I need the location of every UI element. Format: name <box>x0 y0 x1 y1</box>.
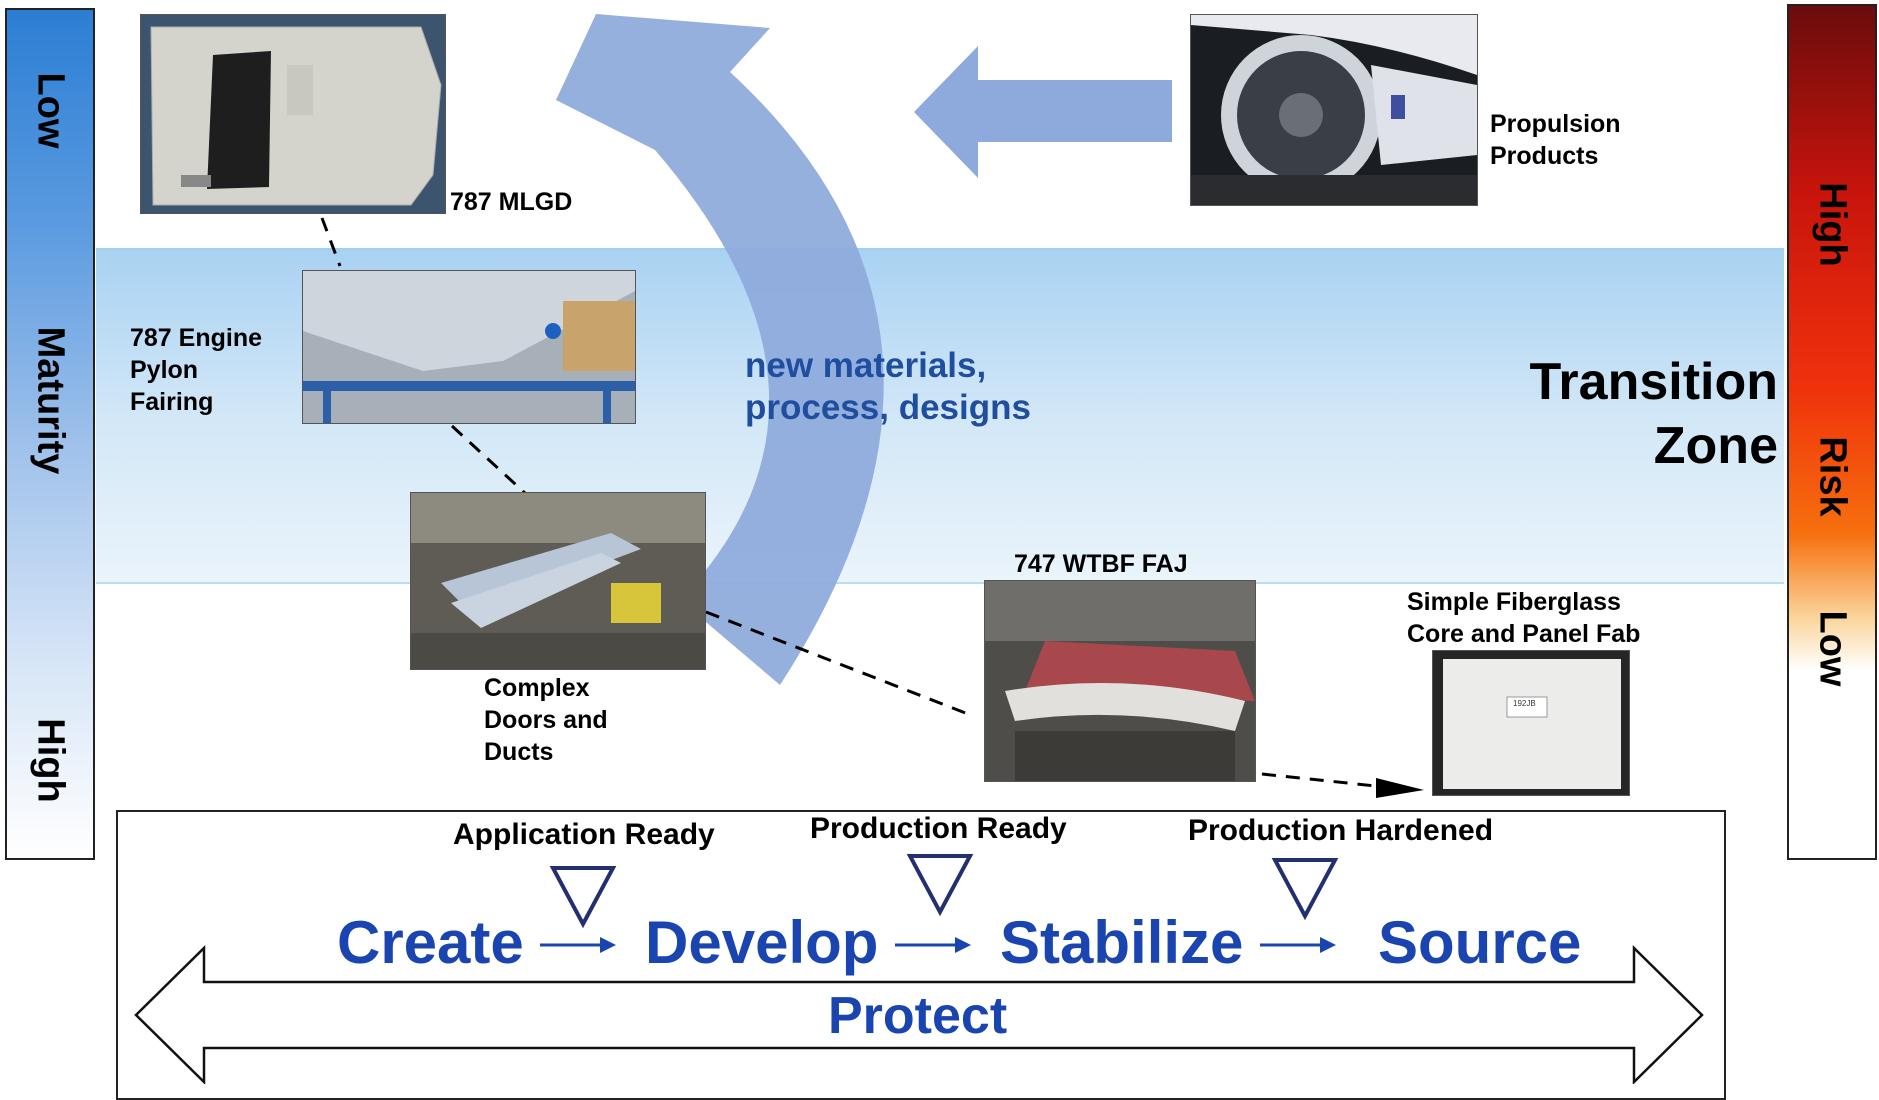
step-arrow-2 <box>955 937 971 953</box>
gate-label-production-ready: Production Ready <box>810 812 1067 845</box>
cycle-arrow-caption: new materials, process, designs <box>745 346 1031 427</box>
photo-propulsion <box>1190 14 1478 206</box>
photo-787-pylon-fairing <box>302 270 636 424</box>
step-stabilize: Stabilize <box>1000 909 1244 976</box>
gate-label-application-ready: Application Ready <box>453 818 715 851</box>
step-create: Create <box>337 909 524 976</box>
photo-simple-fiberglass-panel: 192JB <box>1432 650 1630 796</box>
photo-787-mlgd <box>140 14 446 214</box>
photo-747-wtbf-faj <box>984 580 1256 782</box>
protect-double-arrow <box>134 945 1704 1084</box>
connector-pylon-doors <box>450 424 528 496</box>
protect-label: Protect <box>828 987 1008 1045</box>
gate-triangle-application <box>549 866 617 929</box>
propulsion-arrow <box>914 46 1172 178</box>
label-787-pylon: 787 Engine Pylon Fairing <box>130 324 262 416</box>
label-747-faj: 747 WTBF FAJ <box>1014 550 1188 578</box>
connector-arrowhead <box>1376 778 1424 798</box>
connector-mlgd-pylon <box>320 217 342 267</box>
maturity-scale-bar: Low Maturity High <box>5 8 95 860</box>
step-arrow-3 <box>1320 937 1336 953</box>
photo-complex-doors-ducts <box>410 492 706 670</box>
label-complex-doors: Complex Doors and Ducts <box>484 674 608 766</box>
label-simple-fiberglass: Simple Fiberglass Core and Panel Fab <box>1407 588 1641 648</box>
cycle-arrow <box>556 14 884 685</box>
label-787-mlgd: 787 MLGD <box>450 188 573 216</box>
risk-scale-bar: High Risk Low <box>1787 4 1877 860</box>
gate-triangle-hardened <box>1271 858 1339 921</box>
step-source: Source <box>1378 909 1582 976</box>
gate-label-production-hardened: Production Hardened <box>1188 814 1494 847</box>
gate-triangle-production <box>906 854 974 917</box>
transition-zone-title: Transition Zone <box>1529 353 1778 475</box>
connector-faj-fiberglass <box>1261 772 1386 789</box>
label-propulsion: Propulsion Products <box>1490 110 1621 170</box>
step-develop: Develop <box>645 909 879 976</box>
step-arrow-1 <box>600 937 616 953</box>
panel-tag-text: 192JB <box>1513 699 1536 708</box>
